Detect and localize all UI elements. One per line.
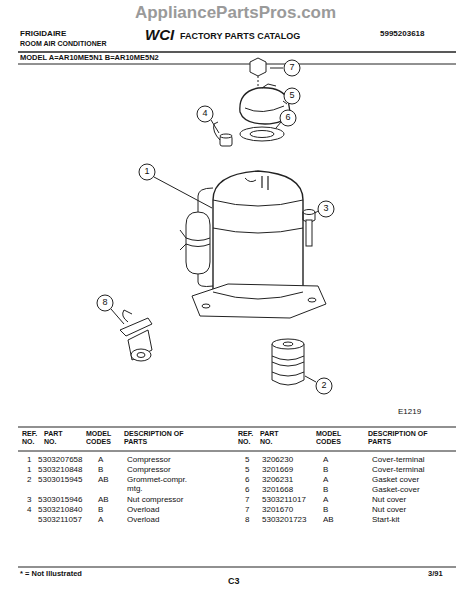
ref-number: 3 bbox=[27, 496, 31, 505]
part-number: 3201669 bbox=[262, 466, 293, 475]
ref-number: 6 bbox=[245, 476, 249, 485]
column-header: REF. NO. bbox=[238, 430, 260, 445]
model-code: A bbox=[98, 516, 103, 525]
part-number: 5303207658 bbox=[38, 456, 83, 465]
product-type: ROOM AIR CONDITIONER bbox=[20, 40, 106, 48]
part-description: Overload bbox=[127, 516, 159, 525]
part-description: Nut compressor bbox=[127, 496, 183, 505]
part-description: Start-kit bbox=[372, 516, 400, 525]
callout-number: 4 bbox=[202, 109, 207, 119]
part-description: Cover-terminal bbox=[372, 456, 424, 465]
part-description: Compressor bbox=[127, 456, 171, 465]
ref-number: 4 bbox=[27, 506, 31, 515]
part-description: Nut cover bbox=[372, 506, 406, 515]
logo-text: WCI bbox=[145, 27, 174, 44]
part-description: Gasket cover bbox=[372, 476, 419, 485]
model-code: B bbox=[98, 506, 103, 515]
model-code: A bbox=[323, 496, 328, 505]
part-number: 3206230 bbox=[262, 456, 293, 465]
page-number: C3 bbox=[228, 577, 240, 587]
ref-number: 1 bbox=[27, 456, 31, 465]
part-description: Overload bbox=[127, 506, 159, 515]
part-number: 5303211017 bbox=[262, 496, 306, 505]
callout-number: 1 bbox=[144, 167, 149, 177]
footnote: * = Not Illustrated bbox=[20, 570, 82, 578]
model-code: A bbox=[98, 456, 103, 465]
model-code: A bbox=[323, 456, 328, 465]
model-code: A bbox=[323, 476, 328, 485]
part-description: Gasket-cover bbox=[372, 486, 420, 495]
figure-code: E1219 bbox=[398, 408, 421, 417]
ref-number: 5 bbox=[245, 466, 249, 475]
part-number: 3201668 bbox=[262, 486, 293, 495]
callout-number: 8 bbox=[102, 298, 107, 308]
model-code: AB bbox=[98, 476, 109, 485]
model-code: AB bbox=[323, 516, 334, 525]
column-header: PART NO. bbox=[260, 430, 290, 445]
part-number: 3201670 bbox=[262, 506, 293, 515]
part-description: Cover-terminal bbox=[372, 466, 424, 475]
model-code: B bbox=[98, 466, 103, 475]
part-number: 5303210840 bbox=[38, 506, 83, 515]
part-description: Grommet-compr. mtg. bbox=[127, 476, 189, 494]
column-header: MODEL CODES bbox=[86, 430, 120, 445]
ref-number: 8 bbox=[245, 516, 249, 525]
model-code: B bbox=[323, 466, 328, 475]
part-number: 3206231 bbox=[262, 476, 293, 485]
part-description: Nut cover bbox=[372, 496, 406, 505]
callout-number: 2 bbox=[321, 381, 326, 391]
model-line: MODEL A=AR10ME5N1 B=AR10ME5N2 bbox=[20, 54, 159, 62]
callout-number: 3 bbox=[323, 204, 328, 214]
ref-number: 5 bbox=[245, 456, 249, 465]
ref-number: 6 bbox=[245, 486, 249, 495]
model-code: B bbox=[323, 506, 328, 515]
catalog-number: 5995203618 bbox=[380, 30, 425, 39]
callout-number: 7 bbox=[289, 63, 294, 73]
column-header: DESCRIPTION OF PARTS bbox=[368, 430, 438, 445]
part-number: 5303210848 bbox=[38, 466, 83, 475]
model-code: B bbox=[323, 486, 328, 495]
brand-name: FRIGIDAIRE bbox=[20, 30, 66, 39]
callout-number: 5 bbox=[289, 91, 294, 101]
ref-number: 2 bbox=[27, 476, 31, 485]
column-header: PART NO. bbox=[44, 430, 74, 445]
ref-number: 1 bbox=[27, 466, 31, 475]
part-number: 5303201723 bbox=[262, 516, 307, 525]
part-number: 5303015946 bbox=[38, 496, 83, 505]
callout-number: 6 bbox=[285, 113, 290, 123]
ref-number: 7 bbox=[245, 506, 249, 515]
column-header: REF. NO. bbox=[22, 430, 44, 445]
part-number: 5303211057 bbox=[38, 516, 82, 525]
part-number: 5303015945 bbox=[38, 476, 83, 485]
column-header: MODEL CODES bbox=[316, 430, 350, 445]
column-header: DESCRIPTION OF PARTS bbox=[124, 430, 194, 445]
catalog-title: FACTORY PARTS CATALOG bbox=[180, 32, 300, 42]
part-description: Compressor bbox=[127, 466, 171, 475]
date-code: 3/91 bbox=[428, 570, 443, 578]
ref-number: 7 bbox=[245, 496, 249, 505]
model-code: AB bbox=[98, 496, 109, 505]
watermark: AppliancePartsPros.com bbox=[135, 4, 336, 23]
